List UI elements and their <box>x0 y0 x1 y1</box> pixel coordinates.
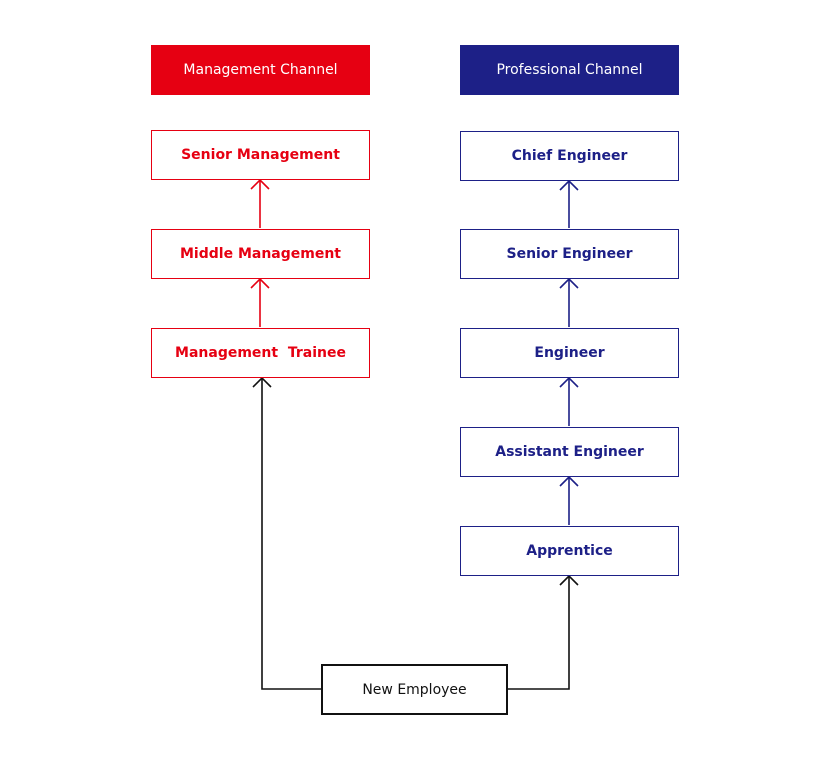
level-label: Apprentice <box>526 543 613 559</box>
level-label: Management Trainee <box>175 345 346 361</box>
arrow-new-employee-to-management-trainee <box>252 376 322 690</box>
professional-level-senior-engineer: Senior Engineer <box>460 229 679 279</box>
management-level-middle-management: Middle Management <box>151 229 370 279</box>
professional-level-apprentice: Apprentice <box>460 526 679 576</box>
level-label: Engineer <box>534 345 605 361</box>
professional-channel-header: Professional Channel <box>460 45 679 95</box>
level-label: Assistant Engineer <box>495 444 644 460</box>
new-employee-label: New Employee <box>362 681 467 698</box>
management-channel-header-label: Management Channel <box>183 62 338 78</box>
arrow-middle-to-senior-management <box>250 178 270 228</box>
arrow-senior-to-chief-engineer <box>559 179 579 228</box>
management-channel-header: Management Channel <box>151 45 370 95</box>
professional-level-assistant-engineer: Assistant Engineer <box>460 427 679 477</box>
new-employee-box: New Employee <box>321 664 508 715</box>
level-label: Middle Management <box>180 246 341 262</box>
management-level-senior-management: Senior Management <box>151 130 370 180</box>
level-label: Senior Engineer <box>506 246 633 262</box>
management-level-management-trainee: Management Trainee <box>151 328 370 378</box>
arrow-new-employee-to-apprentice <box>507 574 579 690</box>
professional-level-engineer: Engineer <box>460 328 679 378</box>
professional-channel-header-label: Professional Channel <box>496 62 643 78</box>
level-label: Senior Management <box>181 147 340 163</box>
arrow-apprentice-to-assistant-engineer <box>559 475 579 525</box>
level-label: Chief Engineer <box>511 148 628 164</box>
arrow-engineer-to-senior-engineer <box>559 277 579 327</box>
arrow-trainee-to-middle-management <box>250 277 270 327</box>
professional-level-chief-engineer: Chief Engineer <box>460 131 679 181</box>
arrow-assistant-to-engineer <box>559 376 579 426</box>
